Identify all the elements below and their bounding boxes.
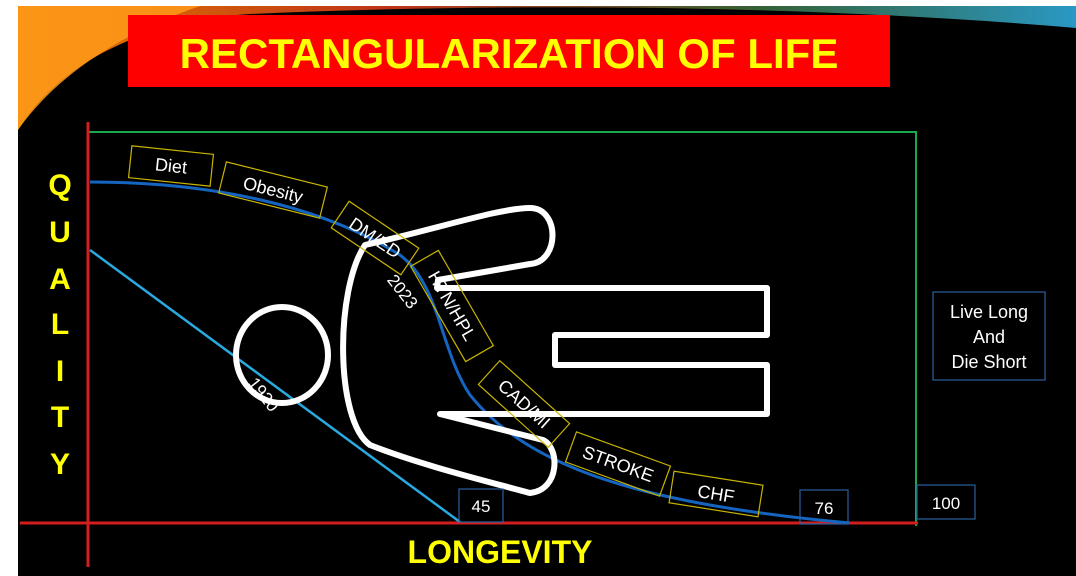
age-marker-label: 100 — [932, 494, 960, 513]
y-axis-letter: I — [56, 355, 64, 388]
y-axis-letter: L — [51, 308, 69, 341]
y-axis-letter: U — [49, 216, 71, 249]
age-marker-label: 45 — [472, 497, 491, 516]
note-line: Die Short — [951, 352, 1026, 372]
y-axis-letter: Y — [50, 448, 70, 481]
factor-label: Diet — [154, 154, 188, 177]
note-line: And — [973, 327, 1005, 347]
y-axis-letter: Q — [48, 169, 71, 202]
slide-title: RECTANGULARIZATION OF LIFE — [180, 30, 839, 77]
age-marker-label: 76 — [815, 499, 834, 518]
x-axis-label: LONGEVITY — [408, 534, 593, 570]
y-axis-letter: T — [51, 401, 69, 434]
note-line: Live Long — [950, 302, 1028, 322]
y-axis-letter: A — [49, 263, 71, 296]
